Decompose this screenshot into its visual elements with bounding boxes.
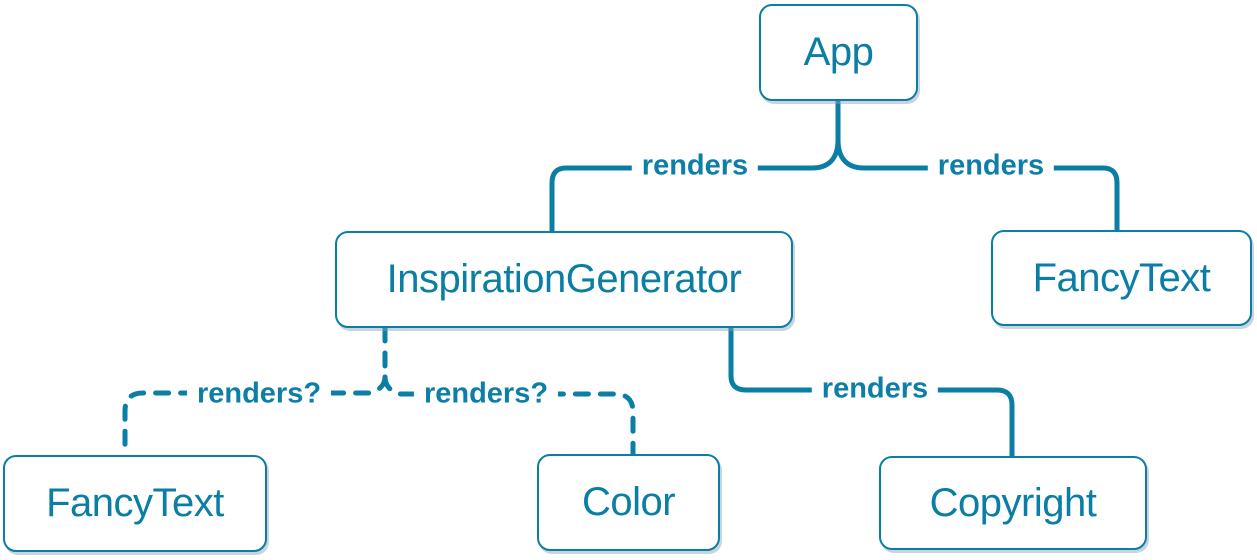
node-color-label: Color — [581, 480, 676, 524]
node-fancy-text-top-label: FancyText — [1032, 255, 1211, 300]
node-copyright: Copyright — [879, 456, 1147, 550]
node-inspiration-generator: InspirationGenerator — [335, 231, 793, 328]
edge-app-to-inspirationgenerator — [549, 137, 841, 234]
edge-label-renders-left: renders — [631, 149, 759, 183]
node-app: App — [759, 4, 918, 101]
edge-label-renders-copyright: renders — [811, 372, 939, 406]
node-fancy-text-bottom-label: FancyText — [46, 481, 224, 525]
node-fancy-text-top: FancyText — [991, 230, 1252, 326]
edge-label-renders-optional-right: renders? — [413, 377, 559, 411]
node-color: Color — [537, 454, 720, 551]
node-fancy-text-bottom: FancyText — [3, 455, 267, 552]
node-copyright-label: Copyright — [929, 480, 1097, 525]
edge-label-renders-right: renders — [927, 149, 1055, 183]
node-inspiration-generator-label: InspirationGenerator — [386, 257, 742, 301]
edge-inspirationgenerator-to-fancytext-optional — [122, 374, 388, 458]
edge-inspirationgenerator-to-color-optional — [382, 374, 636, 457]
node-app-label: App — [803, 30, 874, 74]
edge-app-to-fancytext — [835, 137, 1120, 233]
edge-label-renders-optional-left: renders? — [186, 377, 332, 411]
